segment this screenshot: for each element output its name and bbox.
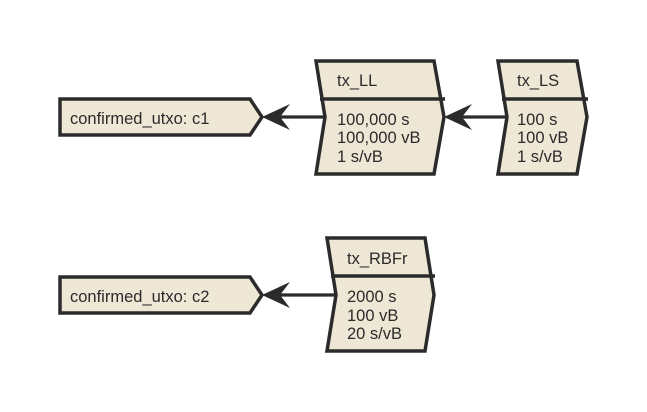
tx-fee: 100 s	[517, 111, 557, 129]
tx-size: 100,000 vB	[337, 129, 420, 147]
tx-node-tx_RBFr[interactable]: tx_RBFr 2000 s 100 vB 20 s/vB	[324, 236, 436, 353]
tx-size: 100 vB	[517, 129, 568, 147]
node-shape	[313, 59, 446, 176]
tx-node-tx_LS[interactable]: tx_LS 100 s 100 vB 1 s/vB	[495, 59, 589, 176]
arrowhead-icon	[444, 104, 472, 130]
tx-title: tx_LL	[337, 72, 377, 90]
node-shape	[495, 59, 589, 176]
confirmed-utxo-c1[interactable]: confirmed_utxo: c1	[58, 97, 265, 137]
node-shape	[58, 275, 265, 315]
tx-size: 100 vB	[347, 307, 398, 325]
node-label: confirmed_utxo: c2	[70, 288, 209, 306]
node-shape	[324, 236, 436, 353]
arrowhead-icon	[262, 104, 290, 130]
node-shape	[58, 97, 265, 137]
tx-title: tx_RBFr	[347, 250, 408, 268]
confirmed-utxo-c2[interactable]: confirmed_utxo: c2	[58, 275, 265, 315]
edge-tx_RBFr-to-c2	[262, 282, 336, 308]
tx-fee: 2000 s	[347, 288, 397, 306]
tx-feerate: 20 s/vB	[347, 325, 402, 343]
edge-tx_LL-to-c1	[262, 104, 325, 130]
tx-feerate: 1 s/vB	[337, 148, 383, 166]
edge-tx_LS-to-tx_LL	[444, 104, 507, 130]
tx-title: tx_LS	[517, 72, 559, 90]
arrowhead-icon	[262, 282, 290, 308]
tx-feerate: 1 s/vB	[517, 148, 563, 166]
tx-node-tx_LL[interactable]: tx_LL 100,000 s 100,000 vB 1 s/vB	[313, 59, 446, 176]
tx-fee: 100,000 s	[337, 111, 409, 129]
node-label: confirmed_utxo: c1	[70, 110, 209, 128]
